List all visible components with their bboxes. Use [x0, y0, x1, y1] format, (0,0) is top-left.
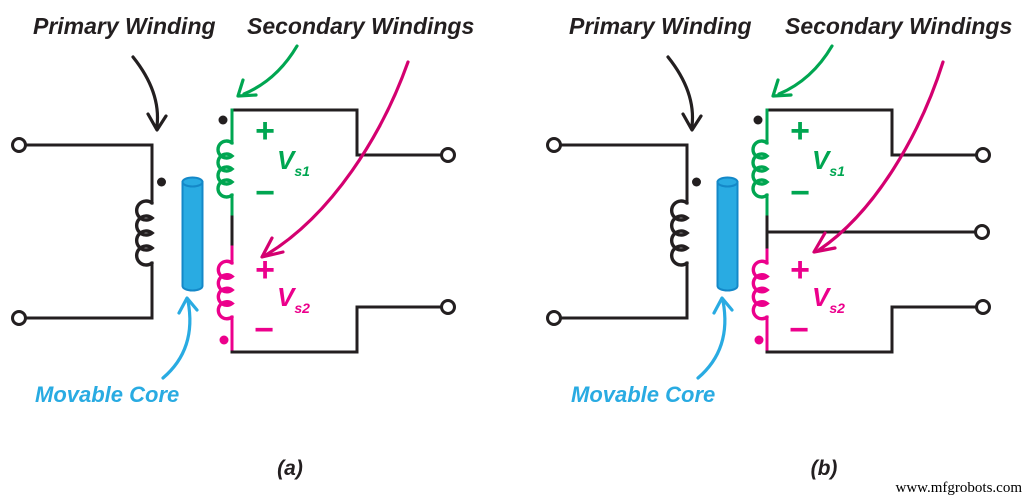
secondary1-minus-sign: −: [790, 174, 810, 212]
movable-core-body: [181, 181, 204, 292]
primary-terminal-bottom: [11, 310, 27, 326]
secondary1-coil: [751, 139, 770, 199]
secondary-windings-arrow: [242, 44, 299, 96]
secondary1-plus-sign: +: [255, 112, 275, 150]
primary-terminal-top: [11, 137, 27, 153]
secondary1-voltage-label: Vs1: [277, 147, 310, 178]
diagram-b-circuit: [546, 44, 991, 380]
primary-phase-dot: [157, 177, 166, 187]
primary-winding-arrowhead: [146, 112, 168, 132]
secondary2-phase-dot: [219, 335, 229, 345]
secondary1-phase-dot: [753, 115, 763, 125]
movable-core-label: Movable Core: [35, 382, 180, 407]
caption-b: (b): [810, 457, 838, 480]
voltage-symbol: V: [277, 145, 295, 175]
secondary2-output-wire: [230, 305, 443, 354]
secondary1-phase-dot: [218, 115, 228, 125]
primary-winding-arrow: [666, 55, 695, 128]
secondary2-terminal: [440, 299, 456, 315]
secondary2-coil: [751, 259, 770, 321]
primary-bottom-wire: [24, 261, 154, 320]
secondary2-terminal: [975, 299, 991, 315]
movable-core-top-face: [181, 176, 204, 188]
secondary2-plus-sign: +: [790, 251, 810, 289]
movable-core-arrowhead: [177, 296, 199, 315]
primary-terminal-top: [546, 137, 562, 153]
primary-terminal-bottom: [546, 310, 562, 326]
movable-core-top-face: [716, 176, 739, 188]
secondary1-coil: [216, 139, 235, 199]
secondary-windings-arrow: [777, 44, 834, 96]
primary-top-wire: [559, 143, 689, 205]
voltage-subscript: s2: [829, 300, 845, 316]
secondary1-plus-sign: +: [790, 112, 810, 150]
voltage-symbol: V: [812, 282, 830, 312]
caption-a: (a): [277, 457, 303, 480]
diagram-b-labels: Primary Winding Secondary Windings Movab…: [535, 0, 1028, 500]
secondary2-minus-sign: −: [789, 311, 809, 349]
secondary2-pointer-arrowhead: [260, 236, 285, 259]
diagram-a-labels: Primary Winding Secondary Windings Movab…: [33, 13, 475, 480]
movable-core-body: [716, 181, 739, 292]
watermark: www.mfgrobots.com: [895, 480, 1022, 496]
secondary1-output-wire: [230, 108, 443, 157]
primary-winding-arrowhead: [681, 112, 703, 132]
secondary2-voltage-label: Vs2: [812, 284, 845, 315]
voltage-subscript: s1: [294, 163, 310, 179]
secondary2-voltage-label: Vs2: [277, 284, 310, 315]
movable-core-arrowhead: [712, 296, 734, 315]
secondary2-phase-dot: [754, 335, 764, 345]
secondary2-output-wire: [765, 305, 978, 354]
movable-core-arrow: [161, 299, 192, 380]
voltage-symbol: V: [812, 145, 830, 175]
secondary1-minus-sign: −: [255, 174, 275, 212]
primary-winding-arrow: [131, 55, 160, 128]
voltage-subscript: s1: [829, 163, 845, 179]
primary-coil: [135, 199, 155, 267]
secondary-windings-label: Secondary Windings: [785, 13, 1013, 39]
primary-winding-label: Primary Winding: [33, 13, 216, 39]
primary-phase-dot: [692, 177, 701, 187]
secondary-windings-label: Secondary Windings: [247, 13, 475, 39]
secondary1-voltage-label: Vs1: [812, 147, 845, 178]
secondary2-pointer-arrow: [817, 60, 945, 252]
secondary1-terminal: [975, 147, 991, 163]
secondary-windings-arrowhead: [771, 78, 793, 98]
secondary2-coil: [216, 259, 235, 321]
secondary2-plus-sign: +: [255, 251, 275, 289]
primary-winding-label: Primary Winding: [569, 13, 752, 39]
center-tap-terminal: [974, 224, 990, 240]
secondary1-terminal: [440, 147, 456, 163]
voltage-subscript: s2: [294, 300, 310, 316]
secondary2-minus-sign: −: [254, 311, 274, 349]
secondary1-output-wire: [765, 108, 978, 157]
voltage-symbol: V: [277, 282, 295, 312]
secondary2-pointer-arrowhead: [812, 231, 837, 254]
secondary2-pointer-arrow: [264, 60, 410, 257]
diagram-a-circuit: [11, 44, 456, 380]
movable-core-arrow: [696, 299, 727, 380]
primary-bottom-wire: [559, 261, 689, 320]
primary-coil: [670, 199, 690, 267]
secondary-windings-arrowhead: [236, 78, 258, 98]
movable-core-label: Movable Core: [571, 382, 716, 407]
primary-top-wire: [24, 143, 154, 205]
